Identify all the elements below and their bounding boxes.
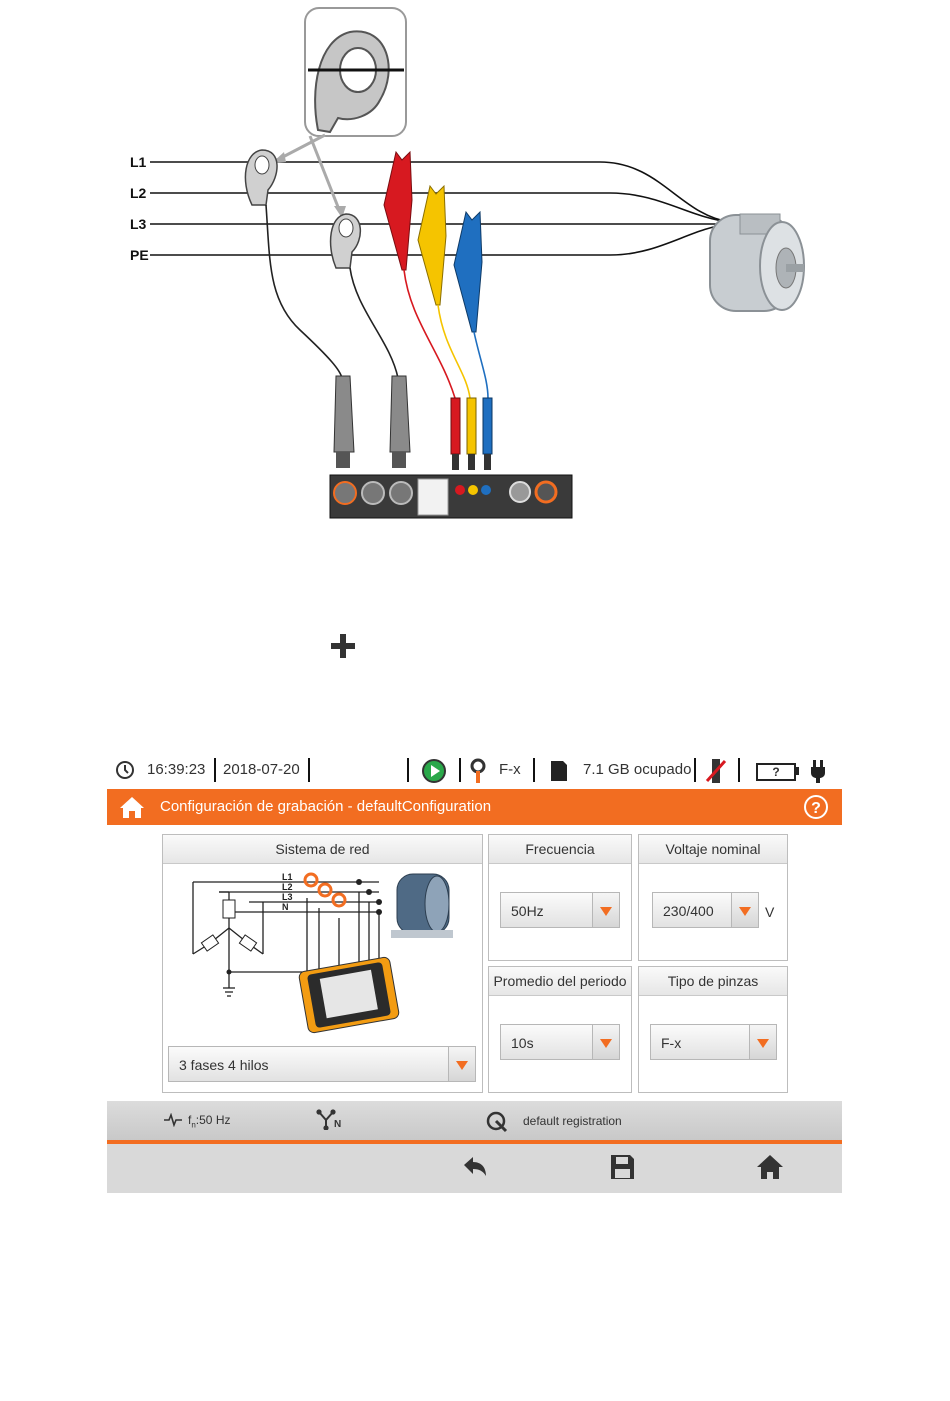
chevron-down-icon[interactable] <box>448 1047 475 1081</box>
battery-icon: ? <box>756 763 796 781</box>
page-title: Configuración de grabación - defaultConf… <box>160 798 491 815</box>
settings-wrench-icon <box>484 1109 508 1133</box>
bottom-nav-bar <box>107 1144 842 1193</box>
info-profile: default registration <box>523 1114 622 1128</box>
usb-disabled-icon <box>704 757 728 785</box>
memory-card-icon <box>549 759 569 783</box>
nominal-voltage-unit: V <box>765 904 774 920</box>
battery-terminal <box>795 767 799 775</box>
schematic-label-n: N <box>282 902 289 912</box>
chevron-down-icon[interactable] <box>749 1025 776 1059</box>
clamp-type-value: F-x <box>661 1035 681 1051</box>
info-bar: fn:50 Hz N default registration <box>107 1101 842 1141</box>
clamp-type-select[interactable]: F-x <box>650 1024 777 1060</box>
label-l3: L3 <box>130 216 147 232</box>
schematic-label-l2: L2 <box>282 882 293 892</box>
averaging-period-select[interactable]: 10s <box>500 1024 620 1060</box>
svg-text:?: ? <box>811 800 821 817</box>
nominal-voltage-panel: Voltaje nominal 230/400 V <box>638 834 788 961</box>
schematic-label-l1: L1 <box>282 872 293 882</box>
frequency-value: 50Hz <box>511 903 544 919</box>
label-l2: L2 <box>130 185 147 201</box>
clamp-type-header: Tipo de pinzas <box>639 967 787 996</box>
network-system-select[interactable]: 3 fases 4 hilos <box>168 1046 476 1082</box>
averaging-period-header: Promedio del periodo <box>489 967 631 996</box>
power-plug-icon <box>809 758 827 784</box>
electric-motor <box>710 214 804 311</box>
status-memory: 7.1 GB ocupado <box>583 761 691 778</box>
clamp-detail-callout <box>272 8 406 218</box>
voltage-clip-blue <box>454 212 488 398</box>
home-icon <box>757 1155 783 1179</box>
current-clamp-2 <box>331 214 398 378</box>
status-time: 16:39:23 <box>147 761 205 778</box>
clamp-type-panel: Tipo de pinzas F-x <box>638 966 788 1093</box>
battery-status: ? <box>772 765 779 779</box>
info-neutral-label: N <box>334 1119 341 1130</box>
frequency-select[interactable]: 50Hz <box>500 892 620 928</box>
status-separator <box>459 758 461 782</box>
device-screen: 16:39:23 2018-07-20 F-x 7.1 GB ocupado ? <box>107 752 842 1193</box>
schematic-label-l3: L3 <box>282 892 293 902</box>
network-system-header: Sistema de red <box>163 835 482 864</box>
motor-thumbnail <box>391 874 453 938</box>
label-l1: L1 <box>130 154 147 170</box>
meter-socket-panel <box>330 475 572 518</box>
network-system-value: 3 fases 4 hilos <box>179 1057 269 1073</box>
nominal-voltage-header: Voltaje nominal <box>639 835 787 864</box>
meter-thumbnail <box>298 956 399 1033</box>
save-icon <box>611 1155 634 1179</box>
nominal-voltage-select[interactable]: 230/400 <box>652 892 759 928</box>
waveform-icon <box>163 1113 183 1127</box>
status-separator <box>694 758 696 782</box>
status-separator <box>407 758 409 782</box>
chevron-down-icon[interactable] <box>592 893 619 927</box>
chevron-down-icon[interactable] <box>592 1025 619 1059</box>
back-arrow-icon <box>464 1157 486 1176</box>
status-bar: 16:39:23 2018-07-20 F-x 7.1 GB ocupado ? <box>107 752 842 788</box>
info-frequency-value: :50 Hz <box>196 1113 231 1127</box>
current-clamp-icon <box>469 758 487 784</box>
averaging-period-value: 10s <box>511 1035 534 1051</box>
status-separator <box>738 758 740 782</box>
plus-icon <box>329 632 357 660</box>
frequency-panel: Frecuencia 50Hz <box>488 834 632 961</box>
connection-diagram: L1 L2 L3 PE <box>0 0 950 540</box>
recording-play-icon[interactable] <box>421 758 447 784</box>
chevron-down-icon[interactable] <box>731 893 758 927</box>
nominal-voltage-value: 230/400 <box>663 903 714 919</box>
frequency-header: Frecuencia <box>489 835 631 864</box>
info-frequency: fn:50 Hz <box>188 1113 230 1129</box>
clock-icon <box>115 760 135 780</box>
status-separator <box>308 758 310 782</box>
averaging-period-panel: Promedio del periodo 10s <box>488 966 632 1093</box>
title-bar: Configuración de grabación - defaultConf… <box>107 789 842 825</box>
label-pe: PE <box>130 247 149 263</box>
home-button[interactable] <box>750 1150 790 1184</box>
help-icon[interactable]: ? <box>803 794 829 820</box>
status-separator <box>214 758 216 782</box>
network-schematic: L1 L2 L3 N <box>179 868 469 1038</box>
status-clamp-type: F-x <box>499 761 521 778</box>
home-icon[interactable] <box>119 795 145 819</box>
status-separator <box>533 758 535 782</box>
save-button[interactable] <box>602 1150 642 1184</box>
status-date: 2018-07-20 <box>223 761 300 778</box>
network-system-panel: Sistema de red <box>162 834 483 1093</box>
back-button[interactable] <box>454 1150 494 1184</box>
